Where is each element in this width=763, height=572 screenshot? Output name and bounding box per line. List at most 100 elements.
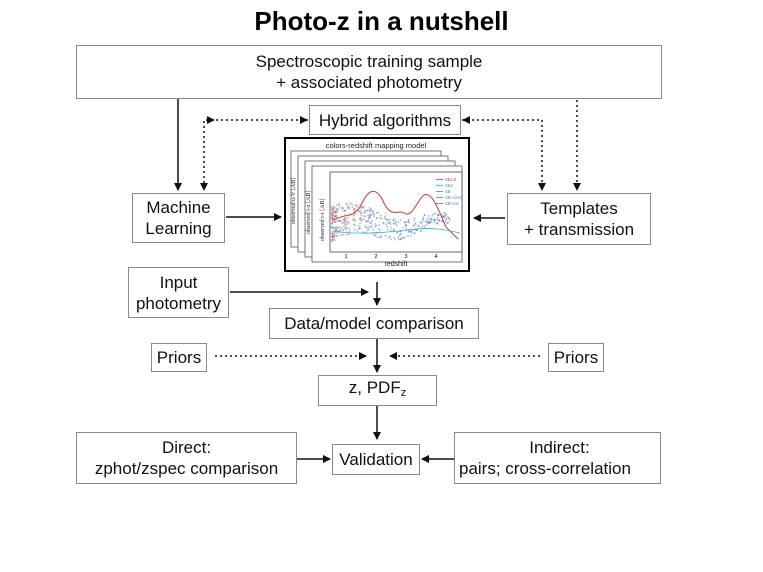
thumb-scatter-point [385,218,388,221]
z-pdf-label: z, PDFz [349,377,406,404]
thumb-scatter-point [407,221,410,223]
thumb-scatter-point [361,231,364,234]
thumb-scatter-point [392,219,395,222]
thumb-scatter-point [332,232,334,235]
thumb-ylabel-mid: observed i-z [AB] [306,191,312,234]
thumb-scatter-point [375,224,378,227]
thumb-scatter-point [357,205,359,207]
thumb-scatter-point [360,214,363,217]
machine-learning-box: Machine Learning [132,193,225,243]
thumb-scatter-point [344,221,347,224]
input-photometry-box: Input photometry [128,267,229,318]
thumb-scatter-point [351,203,353,205]
spectroscopic-sample-box: Spectroscopic training sample + associat… [76,45,662,99]
thumb-scatter-point [412,225,415,227]
thumb-scatter-point [353,223,355,226]
thumb-scatter-point [340,234,343,236]
thumb-scatter-point [335,204,338,206]
indirect-line2: pairs; cross-correlation [459,459,631,478]
thumb-scatter-point [373,215,375,218]
validation-box: Validation [332,444,420,475]
thumb-scatter-point [363,211,366,214]
thumb-scatter-point [400,232,402,235]
thumb-scatter-point [372,212,375,215]
thumb-scatter-point [431,215,434,217]
thumb-scatter-point [405,221,408,223]
thumb-scatter-point [336,209,339,211]
thumb-scatter-point [364,215,366,218]
direct-box: Direct: zphot/zspec comparison [76,432,297,484]
thumb-scatter-point [331,226,333,228]
thumb-scatter-point [427,215,430,217]
thumb-legend-label: SB+cont [445,195,462,200]
thumb-ylabel-front: observed r-i [AB] [320,198,326,241]
thumb-scatter-point [332,221,335,223]
thumb-scatter-point [346,223,349,225]
arrowhead-hybrid-left-in [300,116,308,124]
thumb-scatter-point [338,226,341,228]
thumb-scatter-point [366,209,368,212]
thumb-scatter-point [407,235,409,237]
spectroscopic-line2: + associated photometry [276,73,462,92]
thumb-scatter-point [344,223,346,225]
thumb-scatter-point [351,206,354,209]
thumb-scatter-point [344,209,346,212]
thumb-scatter-point [343,214,346,216]
thumb-scatter-point [386,225,389,228]
thumb-scatter-point [360,212,362,215]
thumb-scatter-point [359,209,362,212]
thumb-scatter-point [367,220,370,223]
thumb-scatter-point [367,229,370,231]
thumb-scatter-point [332,211,335,214]
priors-right-box: Priors [548,343,604,372]
thumb-scatter-point [430,218,433,220]
thumb-scatter-point [412,232,415,235]
thumb-scatter-point [348,208,350,210]
thumb-scatter-point [371,219,373,222]
thumb-scatter-point [356,206,359,209]
thumb-scatter-point [348,227,350,230]
thumb-scatter-point [363,218,365,221]
thumb-legend-label: Sb1.6 [445,177,457,182]
thumb-scatter-point [333,206,336,209]
thumb-scatter-point [407,231,410,233]
thumb-scatter-point [444,212,447,215]
thumb-scatter-point [362,205,364,208]
thumb-scatter-point [430,220,433,223]
thumb-scatter-point [389,229,392,232]
indirect-box: Indirect: pairs; cross-correlation [454,432,661,484]
thumb-scatter-point [443,216,446,219]
thumb-scatter-point [388,236,390,239]
thumb-scatter-point [413,217,416,220]
thumb-scatter-point [370,208,372,211]
priors-right-label: Priors [553,348,599,367]
thumb-scatter-point [332,233,335,236]
thumb-scatter-point [400,237,403,240]
thumb-scatter-point [367,214,369,216]
thumb-scatter-point [332,236,334,239]
thumb-scatter-point [341,207,344,209]
thumb-scatter-point [422,218,425,221]
thumb-scatter-point [347,206,350,209]
thumb-scatter-point [407,218,410,221]
thumb-legend-label: SB5 [445,183,454,188]
thumb-scatter-point [335,232,338,234]
thumb-scatter-point [338,207,341,209]
thumb-scatter-point [353,228,356,231]
thumb-scatter-point [424,220,427,223]
indirect-line1: Indirect: [529,438,590,457]
thumb-scatter-point [444,214,446,217]
thumb-scatter-point [348,222,351,224]
thumb-scatter-point [345,228,347,230]
thumb-scatter-point [357,224,360,227]
thumb-scatter-point [380,217,383,220]
thumb-scatter-point [331,238,334,241]
priors-left-label: Priors [156,348,202,367]
thumb-scatter-point [379,214,382,217]
thumb-scatter-point [331,217,334,220]
templates-line1: Templates [540,199,618,218]
priors-left-box: Priors [151,343,207,372]
thumb-scatter-point [436,213,438,216]
